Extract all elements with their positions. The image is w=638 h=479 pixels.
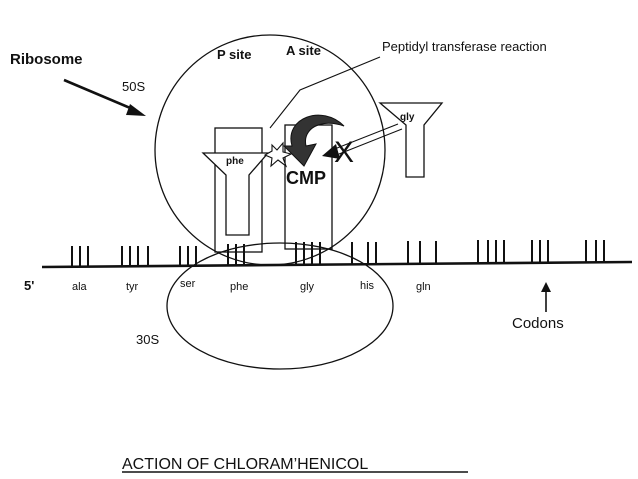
incoming-trna-label: gly (400, 112, 415, 123)
p-site-label: P site (217, 47, 251, 62)
ribosome-pointer (63, 78, 136, 112)
codons-label: Codons (512, 315, 564, 332)
codon-ticks (71, 240, 605, 266)
approach-arrowhead-icon (322, 144, 340, 159)
codon-label: phe (230, 281, 248, 293)
codon-label: his (360, 280, 375, 292)
codon-label: ala (72, 281, 88, 293)
diagram-title: ACTION OF CHLORAM’HENICOL (122, 456, 368, 473)
approach-line (331, 123, 399, 151)
small-subunit-label: 30S (136, 332, 159, 347)
codon-label: ser (180, 278, 196, 290)
incoming-trna (378, 102, 444, 178)
ribosome-label: Ribosome (10, 51, 83, 68)
reaction-label: Peptidyl transferase reaction (382, 39, 547, 54)
block-mark: X (334, 136, 354, 169)
p-site-box (214, 127, 263, 253)
approach-line (333, 128, 403, 157)
mrna-strand (41, 260, 633, 269)
codons-arrowhead-icon (541, 282, 551, 292)
reaction-burst-icon (263, 141, 293, 168)
codon-label: tyr (126, 281, 139, 293)
a-site-label: A site (286, 43, 321, 58)
codon-label: gly (300, 281, 315, 293)
small-subunit-ellipse (166, 242, 394, 370)
codon-label: gln (416, 281, 431, 293)
inhibitor-label: CMP (286, 168, 326, 188)
large-subunit-label: 50S (122, 79, 145, 94)
curved-arrow-icon (282, 114, 345, 167)
p-site-trna-label: phe (226, 156, 244, 167)
five-prime-label: 5' (24, 278, 34, 293)
reaction-pointer (269, 56, 381, 129)
ribosome-arrowhead-icon (126, 104, 146, 116)
